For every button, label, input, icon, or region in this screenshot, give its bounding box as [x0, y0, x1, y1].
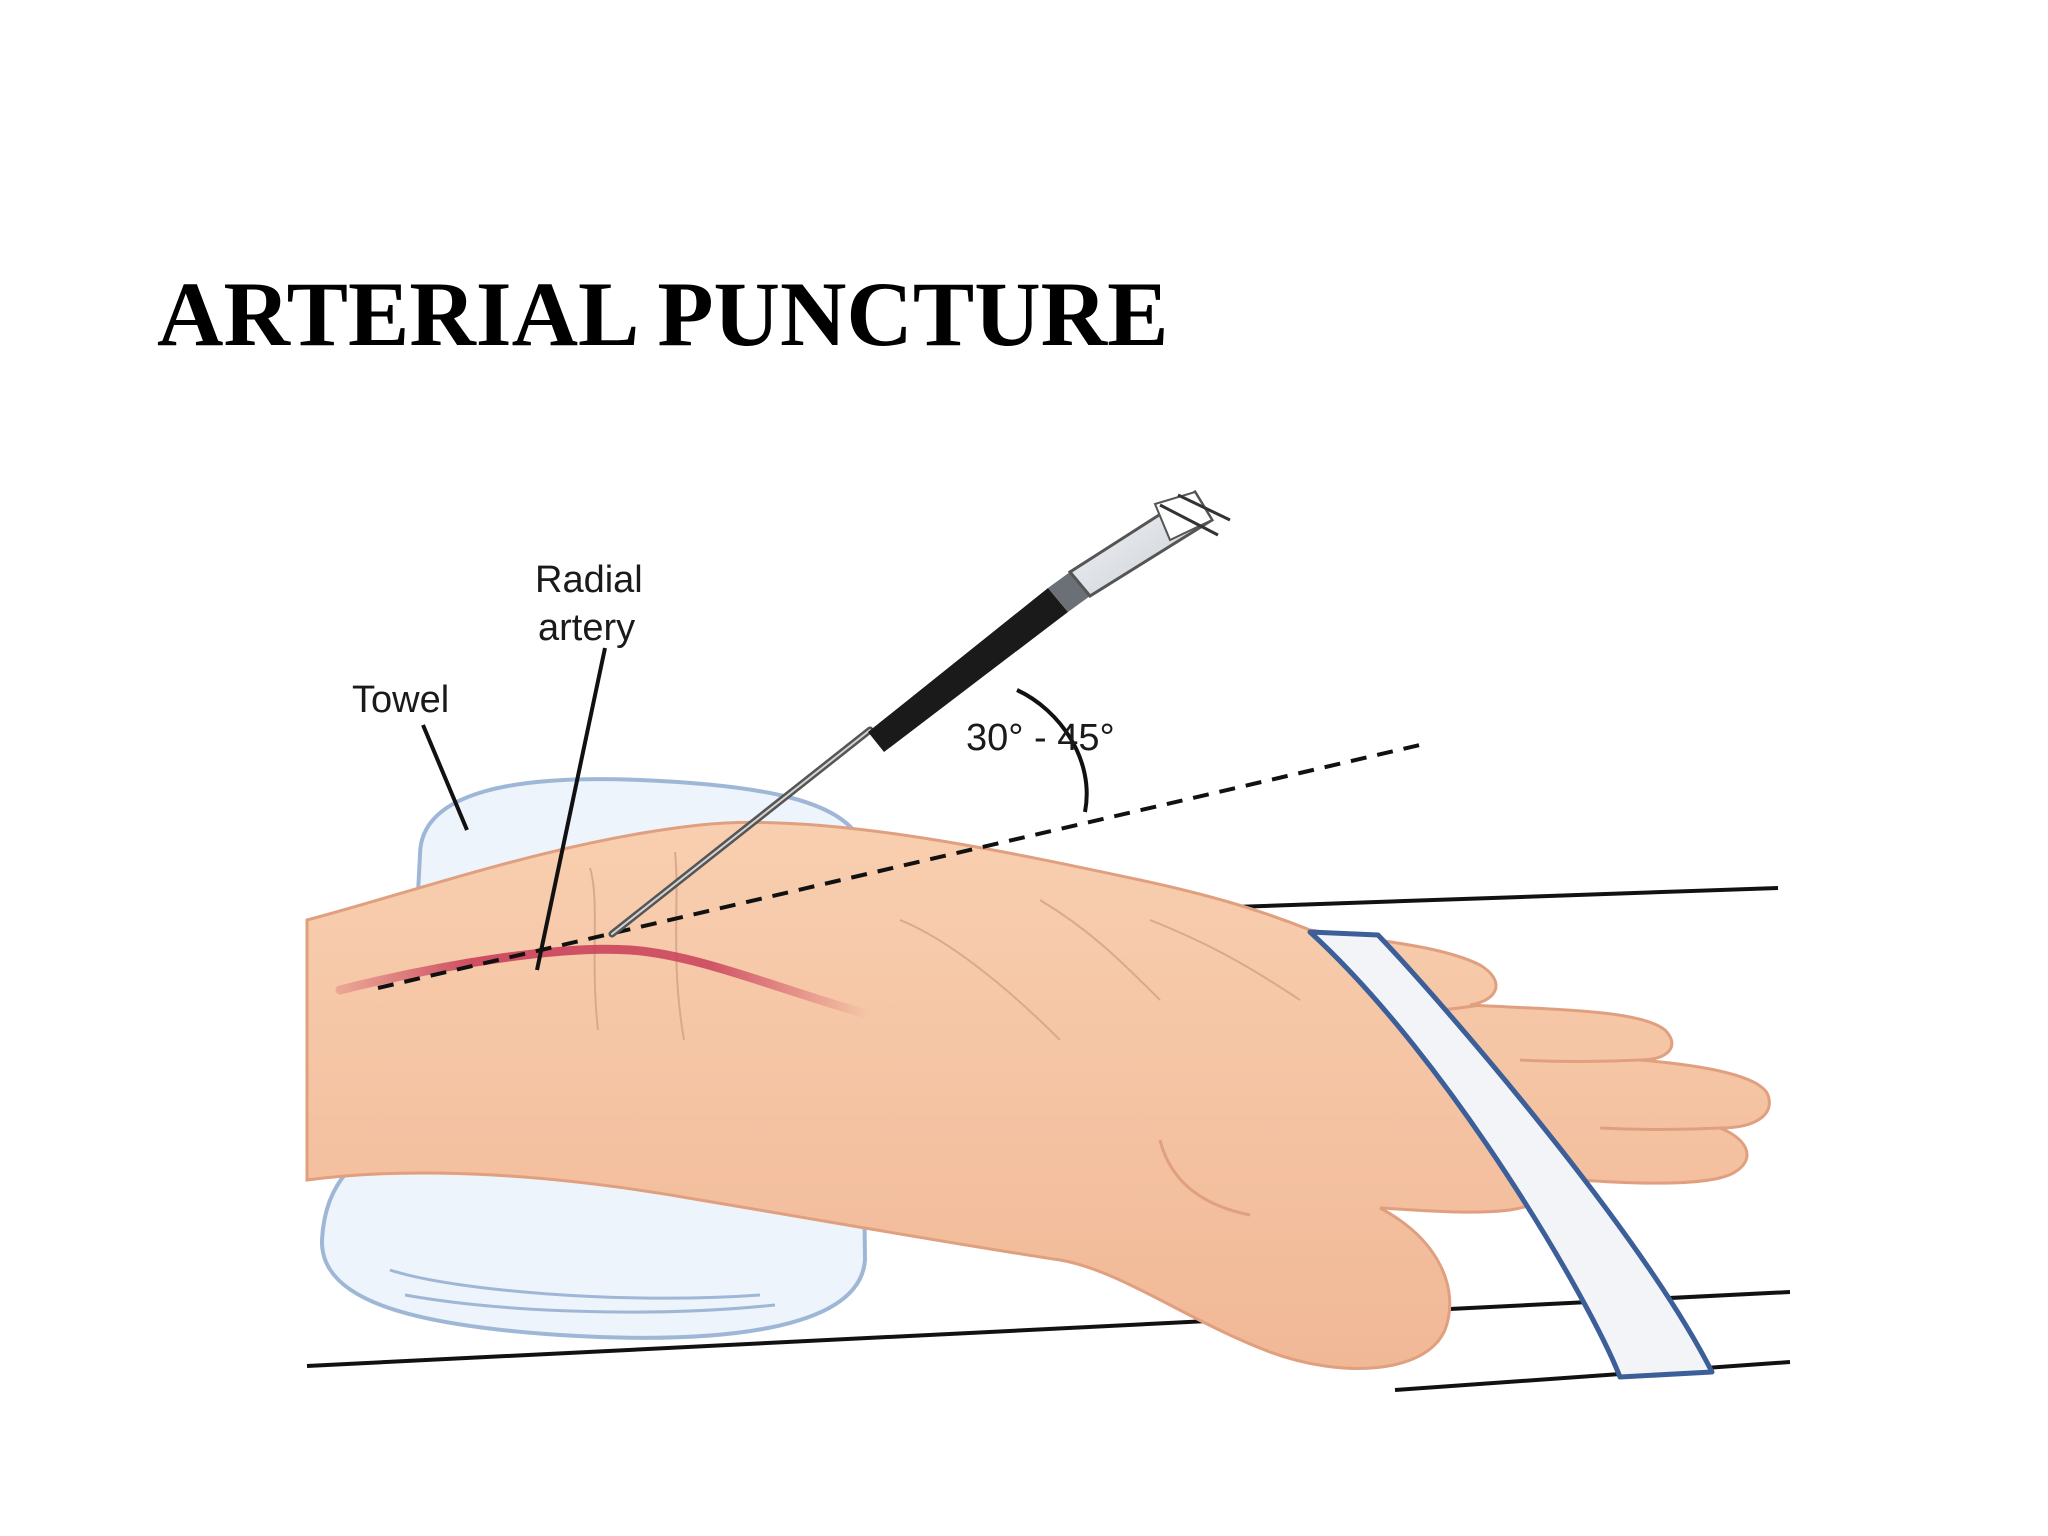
needle-end-line-1	[1177, 493, 1231, 522]
towel-leader	[421, 724, 469, 831]
radial-artery-leader	[535, 647, 607, 971]
skin-line-3	[899, 919, 1061, 1041]
needle-collar	[1048, 572, 1090, 612]
board	[306, 886, 1791, 1392]
towel-fold-2	[404, 1293, 776, 1314]
towel-fold-1	[389, 1268, 761, 1300]
skin-line-2	[674, 851, 685, 1041]
skin-line-5	[1149, 919, 1301, 1001]
skin-surface-reference-line	[377, 743, 1421, 990]
angle-arc	[1016, 688, 1089, 813]
thumb-crease	[1158, 1139, 1251, 1217]
needle-assembly	[608, 489, 1231, 938]
skin-line-4	[1039, 899, 1161, 1001]
label-radial-line1: Radial	[535, 559, 643, 601]
wrist-strap	[1307, 929, 1715, 1380]
label-angle: 30° - 45°	[966, 717, 1115, 759]
board-bottom-edge	[1394, 1360, 1791, 1392]
board-front-edge	[306, 1290, 1791, 1368]
strap-band	[1307, 929, 1715, 1380]
finger-crease-3	[1599, 1126, 1721, 1131]
slide-title: ARTERIAL PUNCTURE	[157, 263, 1169, 365]
needle-hub	[868, 588, 1068, 752]
needle-shaft-highlight	[611, 729, 871, 935]
label-radial-line2: artery	[538, 607, 635, 649]
needle-end-line-2	[1159, 503, 1219, 537]
finger-crease-2	[1519, 1058, 1641, 1063]
skin-line-1	[589, 867, 599, 1031]
radial-artery	[335, 944, 875, 1020]
board-back-edge	[1204, 886, 1779, 910]
label-towel: Towel	[352, 679, 449, 721]
